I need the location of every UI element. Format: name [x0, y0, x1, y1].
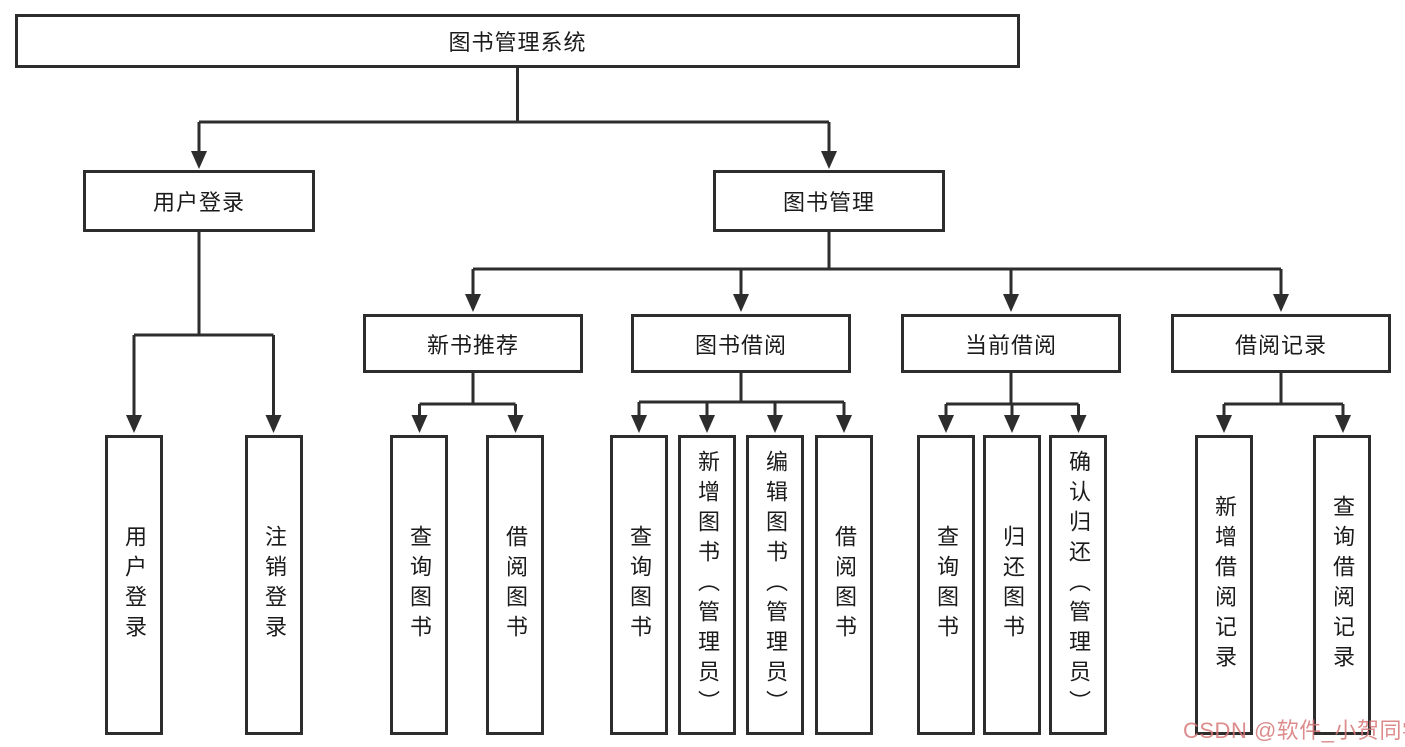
leaf-user-login-label: 用户登录	[122, 525, 147, 645]
leaf-borrow-query-books-label: 查询图书	[627, 525, 652, 645]
leaf-borrow-books: 借阅图书	[815, 435, 873, 735]
arrowhead-icon	[126, 415, 142, 433]
arrowhead-icon	[938, 415, 954, 433]
arrowhead-icon	[465, 294, 481, 312]
node-borrow-records-label: 借阅记录	[1234, 332, 1327, 358]
node-root-label: 图书管理系统	[448, 30, 587, 55]
leaf-recommend-borrow-books-label: 借阅图书	[503, 525, 528, 645]
node-book-management: 图书管理	[713, 170, 945, 232]
leaf-borrow-query-books: 查询图书	[610, 435, 668, 735]
arrowhead-icon	[767, 415, 783, 433]
arrowhead-icon	[821, 151, 837, 169]
leaf-return-books: 归还图书	[983, 435, 1041, 735]
node-borrow-records: 借阅记录	[1171, 314, 1391, 373]
arrowhead-icon	[631, 415, 647, 433]
leaf-recommend-borrow-books: 借阅图书	[486, 435, 544, 735]
arrowhead-icon	[265, 415, 282, 433]
connector-book-management	[465, 232, 1289, 312]
leaf-borrow-books-label: 借阅图书	[832, 525, 857, 645]
node-user-login-label: 用户登录	[152, 190, 245, 215]
arrowhead-icon	[191, 151, 207, 169]
leaf-query-borrow-record: 查询借阅记录	[1313, 435, 1371, 735]
arrowhead-icon	[733, 294, 749, 312]
leaf-add-books-admin: 新增图书（管理员）	[678, 435, 736, 735]
arrowhead-icon	[411, 415, 428, 433]
node-book-borrow-label: 图书借阅	[694, 332, 787, 358]
node-new-book-recommend: 新书推荐	[363, 314, 583, 373]
connector-new-book-recommend	[411, 373, 524, 433]
leaf-add-books-admin-label: 新增图书（管理员）	[695, 450, 720, 720]
leaf-current-query-books: 查询图书	[917, 435, 975, 735]
connector-root	[191, 68, 837, 169]
leaf-recommend-query-books-label: 查询图书	[407, 525, 432, 645]
node-book-management-label: 图书管理	[782, 190, 875, 215]
arrowhead-icon	[699, 415, 715, 433]
leaf-recommend-query-books: 查询图书	[390, 435, 448, 735]
leaf-logout: 注销登录	[245, 435, 303, 735]
connector-borrow-records	[1216, 373, 1351, 433]
leaf-add-borrow-record-label: 新增借阅记录	[1212, 495, 1237, 675]
arrowhead-icon	[1335, 415, 1351, 433]
leaf-confirm-return-admin: 确认归还（管理员）	[1049, 435, 1107, 735]
node-book-borrow: 图书借阅	[631, 314, 851, 373]
arrowhead-icon	[1273, 294, 1289, 312]
arrowhead-icon	[1004, 415, 1020, 433]
leaf-user-login: 用户登录	[105, 435, 163, 735]
leaf-confirm-return-admin-label: 确认归还（管理员）	[1066, 450, 1091, 720]
connector-user-login	[126, 232, 282, 433]
leaf-return-books-label: 归还图书	[1000, 525, 1025, 645]
leaf-edit-books-admin: 编辑图书（管理员）	[746, 435, 804, 735]
node-user-login: 用户登录	[83, 170, 315, 232]
node-new-book-recommend-label: 新书推荐	[426, 332, 519, 358]
node-current-borrow-label: 当前借阅	[964, 332, 1057, 358]
leaf-add-borrow-record: 新增借阅记录	[1195, 435, 1253, 735]
connector-current-borrow	[938, 373, 1087, 433]
arrowhead-icon	[836, 415, 852, 433]
leaf-logout-label: 注销登录	[262, 525, 287, 645]
arrowhead-icon	[1003, 294, 1019, 312]
connector-book-borrow	[631, 373, 852, 433]
leaf-current-query-books-label: 查询图书	[934, 525, 959, 645]
arrowhead-icon	[507, 415, 524, 433]
node-root: 图书管理系统	[15, 14, 1020, 68]
arrowhead-icon	[1216, 415, 1232, 433]
leaf-query-borrow-record-label: 查询借阅记录	[1330, 495, 1355, 675]
csdn-watermark: CSDN @软件_小贺同学	[1183, 718, 1405, 743]
node-current-borrow: 当前借阅	[901, 314, 1121, 373]
leaf-edit-books-admin-label: 编辑图书（管理员）	[763, 450, 788, 720]
arrowhead-icon	[1070, 415, 1087, 433]
